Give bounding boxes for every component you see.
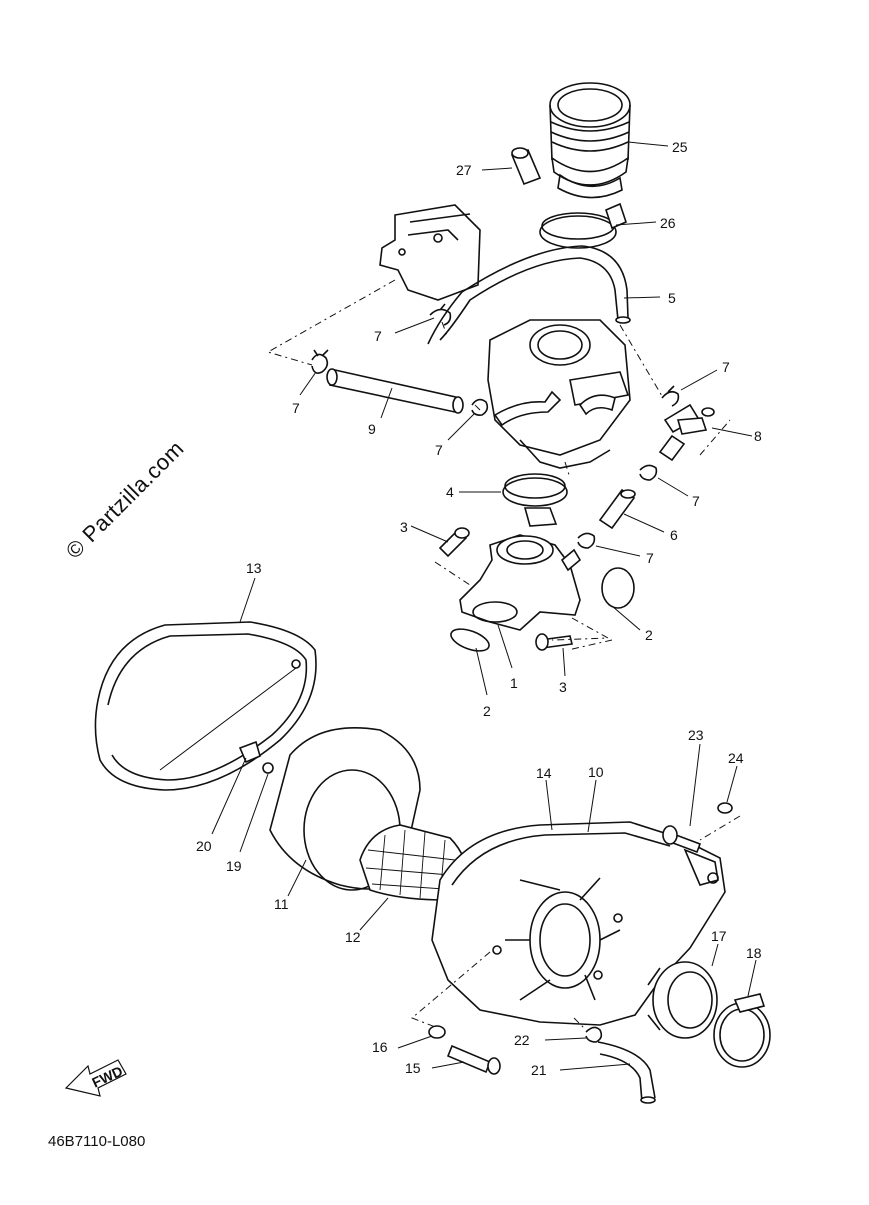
callout-18: 18 <box>746 945 762 961</box>
part-25-intake-boot <box>549 82 631 199</box>
fwd-arrow-icon: FWD <box>64 1059 127 1097</box>
callout-9: 9 <box>368 421 376 437</box>
assembly-lines <box>266 279 741 1031</box>
callout-25: 25 <box>672 139 688 155</box>
callout-8: 8 <box>754 428 762 444</box>
callout-7-b: 7 <box>292 400 300 416</box>
callout-2-b: 2 <box>483 703 491 719</box>
callout-17: 17 <box>711 928 727 944</box>
callout-6: 6 <box>670 527 678 543</box>
part-16-washer <box>428 1025 446 1039</box>
callout-11: 11 <box>274 896 289 912</box>
callout-3-a: 3 <box>400 519 408 535</box>
clips-7 <box>311 303 680 549</box>
part-13-cover <box>94 621 317 791</box>
callout-19: 19 <box>226 858 242 874</box>
drawing-code: 46B7110-L080 <box>48 1133 145 1150</box>
callout-2-a: 2 <box>645 627 653 643</box>
breather-box <box>379 204 481 301</box>
part-10-airbox <box>431 821 726 1026</box>
callout-3-b: 3 <box>559 679 567 695</box>
part-21-hose <box>597 1041 656 1104</box>
part-26-clamp <box>539 202 627 249</box>
part-22-clip <box>585 1026 603 1043</box>
callout-15: 15 <box>405 1060 421 1076</box>
callout-12: 12 <box>345 929 361 945</box>
part-2-o-rings <box>450 567 635 652</box>
part-17-boot <box>647 961 718 1039</box>
callout-22: 22 <box>514 1032 530 1048</box>
callout-14: 14 <box>536 765 552 781</box>
callout-7-c: 7 <box>435 442 443 458</box>
callout-20: 20 <box>196 838 212 854</box>
part-6-tube <box>598 488 636 530</box>
callout-24: 24 <box>728 750 744 766</box>
callout-23: 23 <box>688 727 704 743</box>
callout-7-e: 7 <box>692 493 700 509</box>
fwd-label: FWD <box>89 1063 125 1091</box>
part-23-24-bolt-washer <box>662 802 733 854</box>
part-9-tube <box>326 368 464 414</box>
callout-5: 5 <box>668 290 676 306</box>
callout-4: 4 <box>446 484 454 500</box>
watermark: © Partzilla.com <box>61 436 189 564</box>
callout-27: 27 <box>456 162 472 178</box>
part-8-t-joint <box>658 403 715 462</box>
callout-7-a: 7 <box>374 328 382 344</box>
part-4-clamp <box>502 473 568 527</box>
callout-13: 13 <box>246 560 262 576</box>
callout-1: 1 <box>510 675 518 691</box>
leader-lines <box>159 141 757 1071</box>
callout-7-f: 7 <box>646 550 654 566</box>
part-3-bolts <box>438 527 573 651</box>
part-1-manifold <box>459 534 582 631</box>
callout-16: 16 <box>372 1039 388 1055</box>
part-18-clamp <box>713 993 771 1068</box>
callout-10: 10 <box>588 764 604 780</box>
callout-numbers: 25 27 26 5 7 7 7 7 7 7 8 9 4 6 3 3 2 2 1… <box>196 139 762 1078</box>
part-15-bolt <box>446 1044 501 1075</box>
callout-26: 26 <box>660 215 676 231</box>
part-20-19-fasteners <box>238 740 274 774</box>
callout-21: 21 <box>531 1062 547 1078</box>
callout-7-d: 7 <box>722 359 730 375</box>
part-27-tube <box>510 147 542 186</box>
carburetor <box>487 319 631 469</box>
